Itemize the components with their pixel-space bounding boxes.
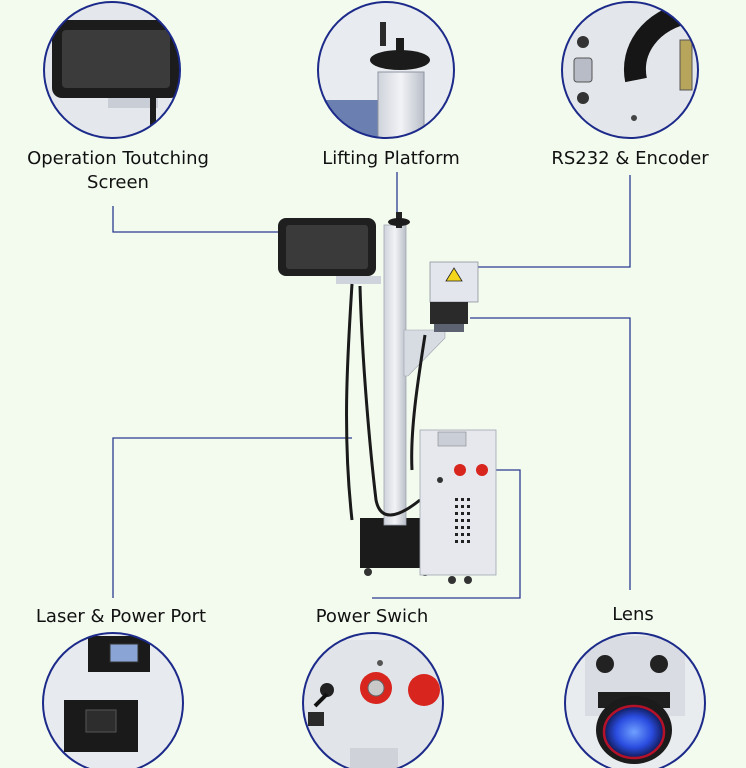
detail-circle-laser-power-port <box>42 632 184 768</box>
leader-power-switch <box>372 469 521 599</box>
emergency-button <box>476 464 488 476</box>
leader-lines <box>112 172 631 599</box>
leader-rs232 <box>478 175 631 268</box>
detail-circle-power-switch <box>302 632 444 768</box>
laser-warning-icon <box>445 267 463 282</box>
label-touch-screen-line1: Operation Toutching <box>27 148 209 169</box>
detail-circle-lens <box>564 632 706 768</box>
machine-column <box>383 224 407 526</box>
key-switch-icon <box>454 464 466 476</box>
label-lifting-platform: Lifting Platform <box>322 148 460 169</box>
connector-icon <box>573 57 593 83</box>
cabinet-vents <box>455 498 470 543</box>
leader-laser-port <box>112 437 352 598</box>
leader-touch-screen <box>112 206 282 233</box>
laser-cabinet <box>419 429 497 576</box>
detail-circle-touch-screen <box>43 1 181 139</box>
detail-circle-rs232 <box>561 1 699 139</box>
emergency-stop-icon <box>408 674 440 706</box>
label-rs232-encoder: RS232 & Encoder <box>551 148 709 169</box>
leader-lens <box>470 317 631 590</box>
machine-base <box>360 518 430 568</box>
label-laser-power-port: Laser & Power Port <box>35 606 207 627</box>
label-touch-screen: Operation Toutching Screen <box>20 147 216 195</box>
laser-machine <box>278 212 497 584</box>
label-power-switch: Power Swich <box>315 606 429 627</box>
handwheel-icon <box>388 218 410 226</box>
label-lens: Lens <box>612 604 654 625</box>
detail-circle-lifting-platform <box>317 1 455 139</box>
label-touch-screen-line2: Screen <box>87 172 149 193</box>
